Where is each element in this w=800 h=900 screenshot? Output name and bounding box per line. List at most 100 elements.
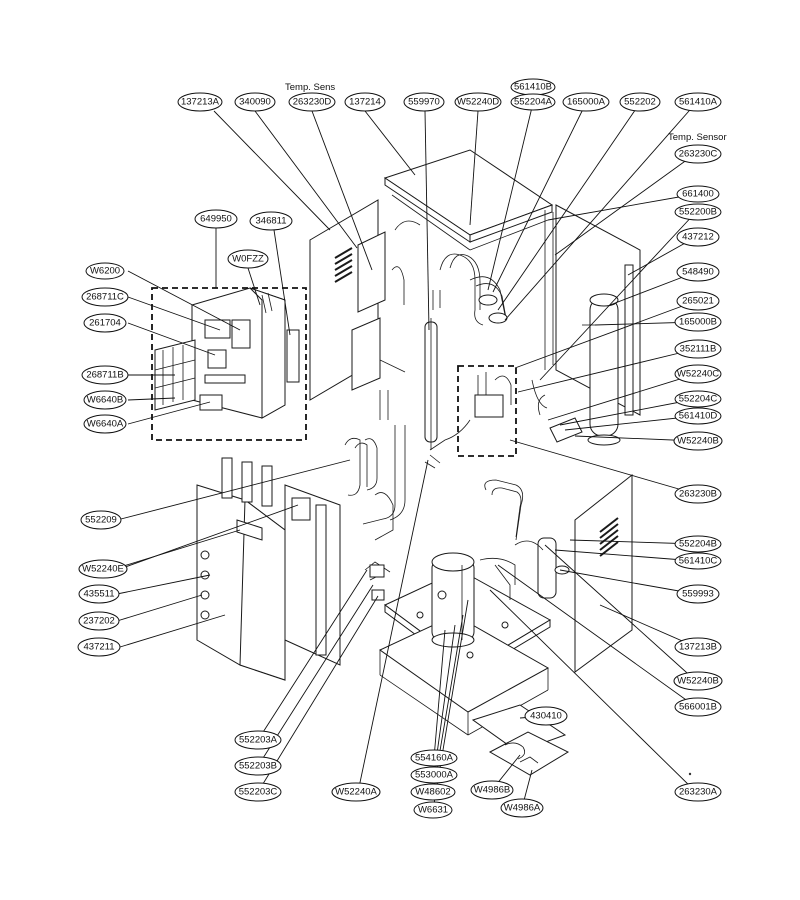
part-label: 165000A [562,92,610,112]
part-label: 661400 [676,185,720,203]
temp-sensor-note-cut: Temp. Sens [285,82,335,93]
part-label-text: W4986A [504,803,541,814]
part-label: W4986B [470,780,514,800]
part-label-text: 268711B [86,370,123,381]
part-label: W6631 [413,801,453,819]
part-label-text: W52240B [677,436,719,447]
part-label: W52240B [673,671,723,691]
part-label: 552209 [80,510,122,530]
part-label: 561410A [674,92,722,112]
part-label-text: 553000A [415,770,454,781]
part-label: 552200B [674,203,722,221]
part-label-text: W52240B [677,676,719,687]
part-label: W4986A [500,798,544,818]
part-label: W52240E [78,559,128,579]
part-label-text: 346811 [256,216,287,227]
part-label-text: W4986B [474,785,510,796]
part-label-text: W6200 [90,266,120,277]
part-label-text: W52240E [82,564,124,575]
part-label-text: 552202 [624,97,656,108]
part-label: W52240B [673,431,723,451]
part-label: 165000B [674,312,722,332]
part-label-text: 237202 [83,616,115,627]
part-label-text: 552203B [239,761,277,772]
leader-lines [116,102,697,811]
part-label: 263230B [674,484,722,504]
part-label-text: 437211 [84,642,115,653]
part-label-text: 552204C [679,394,718,405]
part-label: 553000A [410,766,458,784]
part-label-text: W52240D [457,97,499,108]
part-label-text: W6640A [87,419,124,430]
part-label: W6640A [83,414,127,434]
part-label: 268711B [81,365,129,385]
part-label-text: 552203A [239,735,278,746]
part-label: 268711C [81,287,129,307]
right-front-panel [574,473,633,673]
part-label: 561410B [510,78,556,96]
part-label: 552204C [674,390,722,408]
part-label: W52240C [674,364,722,384]
part-label: 561410C [674,552,722,570]
right-front-grill [599,517,619,557]
part-label-text: 552204A [514,97,553,108]
part-label: 346811 [249,211,293,231]
part-label: 340090 [234,92,276,112]
part-label-text: 548490 [682,267,714,278]
part-label: 437211 [77,637,121,657]
part-label: 552203A [234,730,282,750]
part-label: 437212 [676,227,720,247]
accumulator-tank [589,297,619,437]
part-label-text: 559970 [408,97,440,108]
part-label-text: 265021 [682,296,714,307]
part-label-text: 137213B [679,642,717,653]
part-label: 548490 [676,262,720,282]
part-label-text: 552203C [239,787,278,798]
part-label-text: 263230D [293,97,332,108]
part-label-text: 263230A [679,787,718,798]
part-label: 552203C [234,782,282,802]
upper-piping [439,253,484,326]
part-label-text: 352111B [680,344,717,355]
part-label: 435511 [78,584,120,604]
part-label: 261704 [83,313,127,333]
part-label: 552202 [619,92,661,112]
part-label: 566001B [674,697,722,717]
part-label-text: 261704 [89,318,121,329]
part-label-text: 268711C [86,292,124,303]
part-label: 237202 [78,611,120,631]
part-label-text: 165000A [567,97,606,108]
part-label: 263230C [674,144,722,164]
part-label: 552204A [510,93,556,111]
part-label-text: 437212 [682,232,714,243]
stray-mark [688,772,692,776]
part-label: 559993 [676,584,720,604]
part-label-text: 137214 [349,97,381,108]
service-valves [344,437,361,496]
part-label-text: 430410 [530,711,562,722]
part-label: 263230D [288,92,336,112]
part-label: W0FZZ [227,249,269,269]
part-label: 265021 [676,291,720,311]
part-label: W52240D [454,92,502,112]
part-label-text: 552204B [679,539,717,550]
part-label-text: 340090 [239,97,271,108]
part-label-text: W6640B [87,395,123,406]
part-label: W6200 [85,262,125,280]
part-label-text: 649950 [200,214,232,225]
part-label-text: W6631 [418,805,448,816]
part-labels: 137213A 340090 263230D 137214 559970 W52… [77,78,723,819]
part-label-text: 561410B [514,82,552,93]
part-label: 649950 [194,209,238,229]
part-label-text: 263230B [679,489,717,500]
part-label-text: 559993 [682,589,714,600]
part-label-text: 554160A [415,753,454,764]
part-label-text: 566001B [679,702,717,713]
left-rear-grill [334,247,353,283]
part-label-text: 165000B [679,317,717,328]
part-label: 552203B [234,756,282,776]
part-label-text: W52240A [335,787,377,798]
part-label: 137214 [344,92,386,112]
part-label: W52240A [331,782,381,802]
